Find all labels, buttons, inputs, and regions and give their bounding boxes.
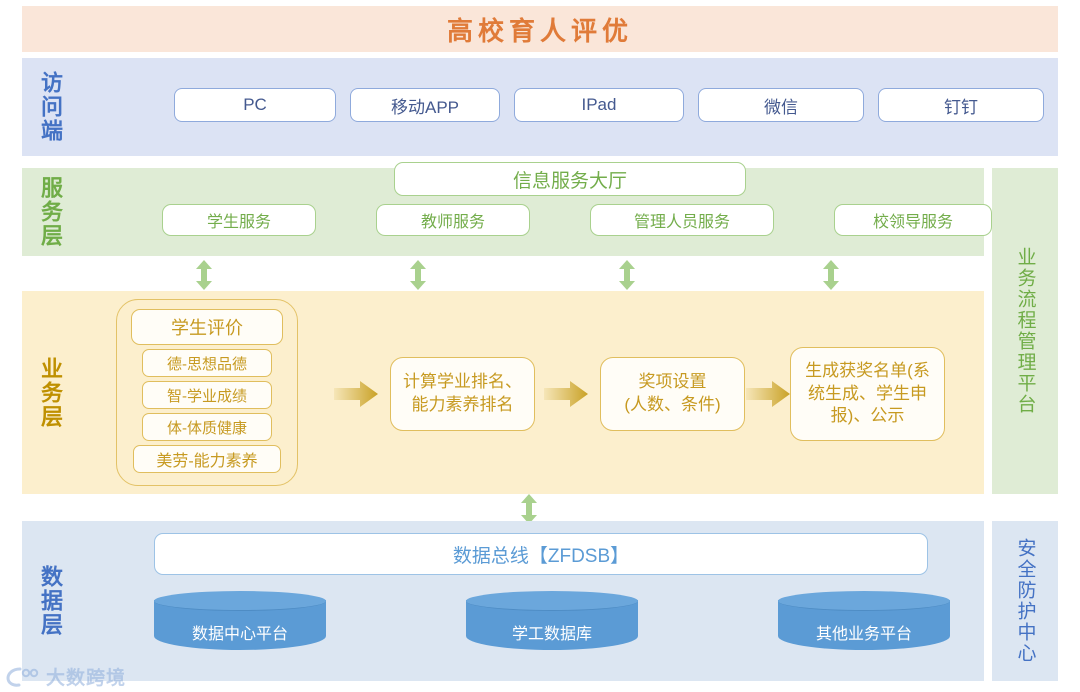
side-panel-business-process-platform: 业务流程管理平台: [992, 168, 1058, 494]
data-store-label: 其他业务平台: [815, 626, 912, 643]
access-layer-label: 访问端: [38, 71, 63, 143]
evaluation-item-moral[interactable]: 德-思想品德: [142, 349, 272, 377]
information-service-hall-box[interactable]: 信息服务大厅: [394, 162, 746, 196]
access-terminal-list: PC 移动APP IPad 微信 钉钉: [174, 88, 1044, 122]
double-arrow-icon-leader: [822, 260, 840, 290]
data-layer-label: 数据层: [38, 565, 63, 637]
double-arrow-icon-teacher: [409, 260, 427, 290]
access-layer-band: 访问端 PC 移动APP IPad 微信 钉钉: [22, 58, 1058, 156]
business-layer-label: 业务层: [38, 356, 63, 429]
watermark-logo-icon: [6, 667, 39, 687]
service-layer-body: 信息服务大厅 学生服务 教师服务 管理人员服务 校领导服务: [78, 162, 992, 256]
flow-box-calculate-ranking[interactable]: 计算学业排名、能力素养排名: [390, 357, 535, 431]
business-layer-body: 学生评价 德-思想品德 智-学业成绩 体-体质健康 美劳-能力素养 计算学业排名…: [78, 291, 984, 494]
business-layer-band: 业务层 学生评价 德-思想品德 智-学业成绩 体-体质健康 美劳-能力素养 计算…: [22, 291, 984, 494]
service-layer-band: 服务层 信息服务大厅 学生服务 教师服务 管理人员服务 校领导服务: [22, 162, 992, 256]
side-panel-label-bpm: 业务流程管理平台: [1014, 247, 1036, 415]
access-terminal-ipad[interactable]: IPad: [514, 88, 684, 122]
double-arrow-icon-student: [195, 260, 213, 290]
data-store-label: 数据中心平台: [191, 626, 288, 643]
cylinder-top-icon: [778, 591, 950, 611]
double-arrow-icon-data-bus: [520, 494, 538, 524]
service-item-student[interactable]: 学生服务: [162, 204, 316, 236]
right-arrow-icon-3: [746, 381, 790, 407]
evaluation-item-intellectual[interactable]: 智-学业成绩: [142, 381, 272, 409]
access-layer-body: PC 移动APP IPad 微信 钉钉: [78, 58, 1058, 156]
flow-box-award-settings[interactable]: 奖项设置 (人数、条件): [600, 357, 745, 431]
cylinder-top-icon: [154, 591, 326, 611]
service-item-teacher[interactable]: 教师服务: [376, 204, 530, 236]
student-evaluation-title[interactable]: 学生评价: [131, 309, 283, 345]
watermark: 大数跨境: [6, 663, 126, 690]
flow-box-generate-award-list[interactable]: 生成获奖名单(系统生成、学生申报)、公示: [790, 347, 945, 441]
service-layer-label: 服务层: [38, 176, 63, 248]
access-terminal-dingtalk[interactable]: 钉钉: [878, 88, 1044, 122]
evaluation-item-physical[interactable]: 体-体质健康: [142, 413, 272, 441]
right-arrow-icon-2: [544, 381, 588, 407]
service-item-school-leader[interactable]: 校领导服务: [834, 204, 992, 236]
data-store-label: 学工数据库: [511, 626, 592, 643]
service-list: 学生服务 教师服务 管理人员服务 校领导服务: [162, 204, 992, 236]
double-arrow-icon-admin: [618, 260, 636, 290]
access-terminal-wechat[interactable]: 微信: [698, 88, 864, 122]
service-item-admin-staff[interactable]: 管理人员服务: [590, 204, 774, 236]
data-bus-box[interactable]: 数据总线【ZFDSB】: [154, 533, 928, 575]
data-layer-band: 数据层 数据总线【ZFDSB】 数据中心平台 学工数据库 其他业务平台: [22, 521, 984, 681]
cylinder-top-icon: [466, 591, 638, 611]
evaluation-item-aesthetic-labor[interactable]: 美劳-能力素养: [133, 445, 281, 473]
data-layer-body: 数据总线【ZFDSB】 数据中心平台 学工数据库 其他业务平台: [78, 521, 984, 681]
side-panel-label-security: 安全防护中心: [1014, 538, 1036, 664]
student-evaluation-group: 学生评价 德-思想品德 智-学业成绩 体-体质健康 美劳-能力素养: [116, 299, 298, 486]
data-store-student-affairs-db[interactable]: 学工数据库: [466, 591, 638, 657]
diagram-title-banner: 高校育人评优: [22, 6, 1058, 52]
watermark-text: 大数跨境: [46, 668, 127, 689]
side-panel-security-center: 安全防护中心: [992, 521, 1058, 681]
right-arrow-icon-1: [334, 381, 378, 407]
access-terminal-pc[interactable]: PC: [174, 88, 336, 122]
page-title: 高校育人评优: [446, 15, 633, 46]
data-store-other-business[interactable]: 其他业务平台: [778, 591, 950, 657]
data-store-list: 数据中心平台 学工数据库 其他业务平台: [154, 591, 950, 657]
access-terminal-mobile-app[interactable]: 移动APP: [350, 88, 500, 122]
data-store-data-center[interactable]: 数据中心平台: [154, 591, 326, 657]
